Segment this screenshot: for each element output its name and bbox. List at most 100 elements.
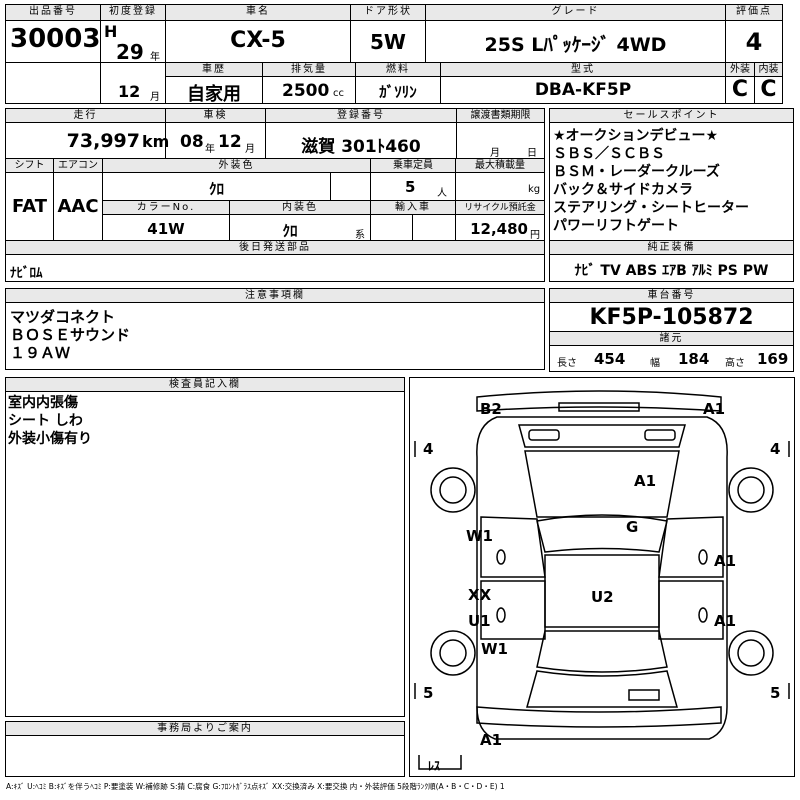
aircon-header: エアコン	[54, 159, 102, 173]
inspector-box	[5, 377, 405, 717]
damage-a1-rear: A1	[480, 731, 503, 749]
caution-item: １９ＡＷ	[10, 344, 71, 362]
chassis-box	[549, 288, 794, 372]
genuine-equip-header: 純正装備	[550, 241, 793, 255]
damage-diagram-box	[409, 377, 795, 777]
inspector-item: 外装小傷有り	[8, 431, 92, 447]
sales-points-box	[549, 108, 794, 282]
mileage-unit: km	[142, 132, 170, 151]
capacity-unit: 人	[437, 188, 447, 199]
inspection-year: 08	[180, 132, 204, 152]
int-color-unit: 系	[355, 230, 365, 241]
mileage-header: 走行	[6, 109, 165, 123]
inspector-notes: 室内内張傷 シート しわ 外装小傷有り	[8, 394, 92, 448]
chassis-no-header: 車台番号	[550, 289, 793, 303]
displacement-unit: cc	[333, 88, 344, 99]
recycle-header: リサイクル預託金	[456, 201, 544, 215]
caution-item: ＢＯＳＥサウンド	[10, 326, 131, 344]
damage-a1-right-door: A1	[714, 552, 737, 570]
inspector-item: シート しわ	[8, 413, 83, 429]
exterior-header: 外装	[726, 63, 754, 77]
vehicle-summary-table	[5, 4, 783, 104]
recycle-fee: 12,480	[470, 220, 528, 238]
length-label: 長さ	[557, 358, 577, 369]
genuine-equipment: ﾅﾋﾞ TV ABS ｴｱB ｱﾙﾐ PS PW	[574, 263, 769, 279]
tire-rear-left: 5	[423, 684, 434, 702]
tire-rear-right: 5	[770, 684, 781, 702]
displacement-header: 排気量	[263, 63, 355, 77]
grade: 25S Lﾊﾟｯｹｰｼﾞ 4WD	[484, 34, 667, 56]
reg-no-header: 登録番号	[266, 109, 456, 123]
interior-header: 内装	[755, 63, 782, 77]
sales-point-item: ＳＢＳ／ＳＣＢＳ	[553, 146, 665, 162]
damage-w1-left-quarter: W1	[481, 640, 508, 658]
inspection-header: 車検	[166, 109, 265, 123]
model-code-header: 型式	[441, 63, 725, 77]
sales-points-list: ★オークションデビュー★ ＳＢＳ／ＳＣＢＳ ＢＳＭ・レーダークルーズ バック＆サ…	[553, 127, 793, 235]
inspection-month-unit: 月	[245, 144, 255, 155]
fuel-header: 燃料	[356, 63, 440, 77]
sales-point-item: パワーリフトゲート	[553, 218, 679, 234]
int-color-header: 内装色	[230, 201, 370, 215]
capacity: 5	[405, 178, 416, 196]
fuel: ｶﾞｿﾘﾝ	[379, 83, 417, 101]
import-header: 輸入車	[371, 201, 455, 215]
vehicle-details-table	[5, 108, 545, 282]
tire-front-left: 4	[423, 440, 434, 458]
shift-type: FAT	[11, 196, 48, 217]
inspector-header: 検査員記入欄	[6, 378, 404, 392]
door-header: ドア形状	[351, 5, 425, 21]
model-code: DBA-KF5P	[534, 80, 632, 100]
shift-header: シフト	[6, 159, 53, 173]
max-load-header: 最大積載量	[456, 159, 544, 173]
max-load-unit: kg	[528, 184, 541, 195]
damage-legend: A:ｷｽﾞ U:ﾍｺﾐ B:ｷｽﾞを伴うﾍｺﾐ P:要塗装 W:補修跡 S:錆 …	[6, 782, 505, 791]
history-header: 車歴	[166, 63, 262, 77]
damage-a1-right-rear: A1	[714, 612, 737, 630]
color-number: 41W	[147, 220, 185, 238]
sales-point-item: ★オークションデビュー★	[553, 128, 719, 144]
caution-notes: マツダコネクト ＢＯＳＥサウンド １９ＡＷ	[10, 308, 130, 362]
height-label: 高さ	[725, 358, 745, 369]
damage-a1-hood: A1	[634, 472, 657, 490]
recycle-unit: 円	[530, 230, 540, 241]
later-parts-header: 後日発送部品	[6, 241, 544, 255]
caution-box	[5, 288, 545, 370]
car-name: CX-5	[230, 28, 286, 53]
transfer-header: 譲渡書類期限	[457, 109, 544, 123]
inspection-month: 12	[218, 132, 242, 152]
chassis-number: KF5P-105872	[589, 305, 754, 330]
first-reg-header: 初度登録	[101, 5, 165, 21]
capacity-header: 乗車定員	[371, 159, 455, 173]
exterior-grade: C	[731, 77, 749, 102]
exterior-color: ｸﾛ	[208, 180, 224, 198]
width-value: 184	[678, 350, 710, 368]
lot-number: 30003	[10, 24, 101, 54]
office-header: 事務局よりご案内	[6, 722, 404, 736]
damage-u1-left-rear: U1	[468, 612, 491, 630]
year-unit: 年	[150, 52, 160, 63]
grade-header: グレード	[426, 5, 725, 21]
transfer-month-unit: 月	[490, 148, 500, 159]
ext-color-header: 外装色	[103, 159, 370, 173]
displacement: 2500	[282, 81, 330, 101]
inspector-item: 室内内張傷	[8, 395, 78, 411]
mileage: 73,997	[66, 130, 140, 152]
dimensions-header: 諸元	[550, 332, 793, 346]
score-header: 評価点	[726, 5, 782, 21]
history: 自家用	[187, 84, 241, 105]
month-unit: 月	[150, 92, 160, 103]
score: 4	[745, 28, 763, 56]
damage-b2-front-left: B2	[480, 400, 502, 418]
era-letter: H	[104, 22, 118, 41]
lot-no-header: 出品番号	[6, 5, 100, 21]
damage-g-windshield: G	[626, 518, 639, 536]
aircon-type: AAC	[57, 196, 99, 217]
spare-tire-less: ﾚｽ	[428, 759, 441, 773]
length-value: 454	[594, 350, 626, 368]
inspection-year-unit: 年	[205, 144, 215, 155]
tire-front-right: 4	[770, 440, 781, 458]
width-label: 幅	[650, 358, 660, 369]
sales-point-item: ＢＳＭ・レーダークルーズ	[553, 164, 720, 180]
office-box	[5, 721, 405, 777]
